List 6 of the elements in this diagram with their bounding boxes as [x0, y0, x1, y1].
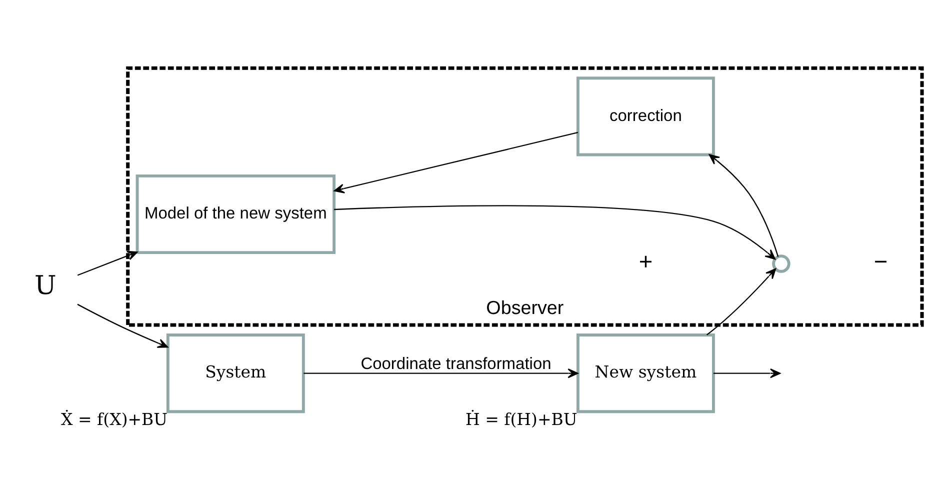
node-label: Ḣ = f(H)+BU — [465, 410, 578, 429]
node-text: U — [34, 270, 56, 301]
label: − — [874, 248, 888, 275]
edge-label: Coordinate transformation — [360, 354, 552, 373]
node-label: Ẋ = f(X)+BU — [61, 410, 168, 429]
label: + — [638, 248, 653, 275]
